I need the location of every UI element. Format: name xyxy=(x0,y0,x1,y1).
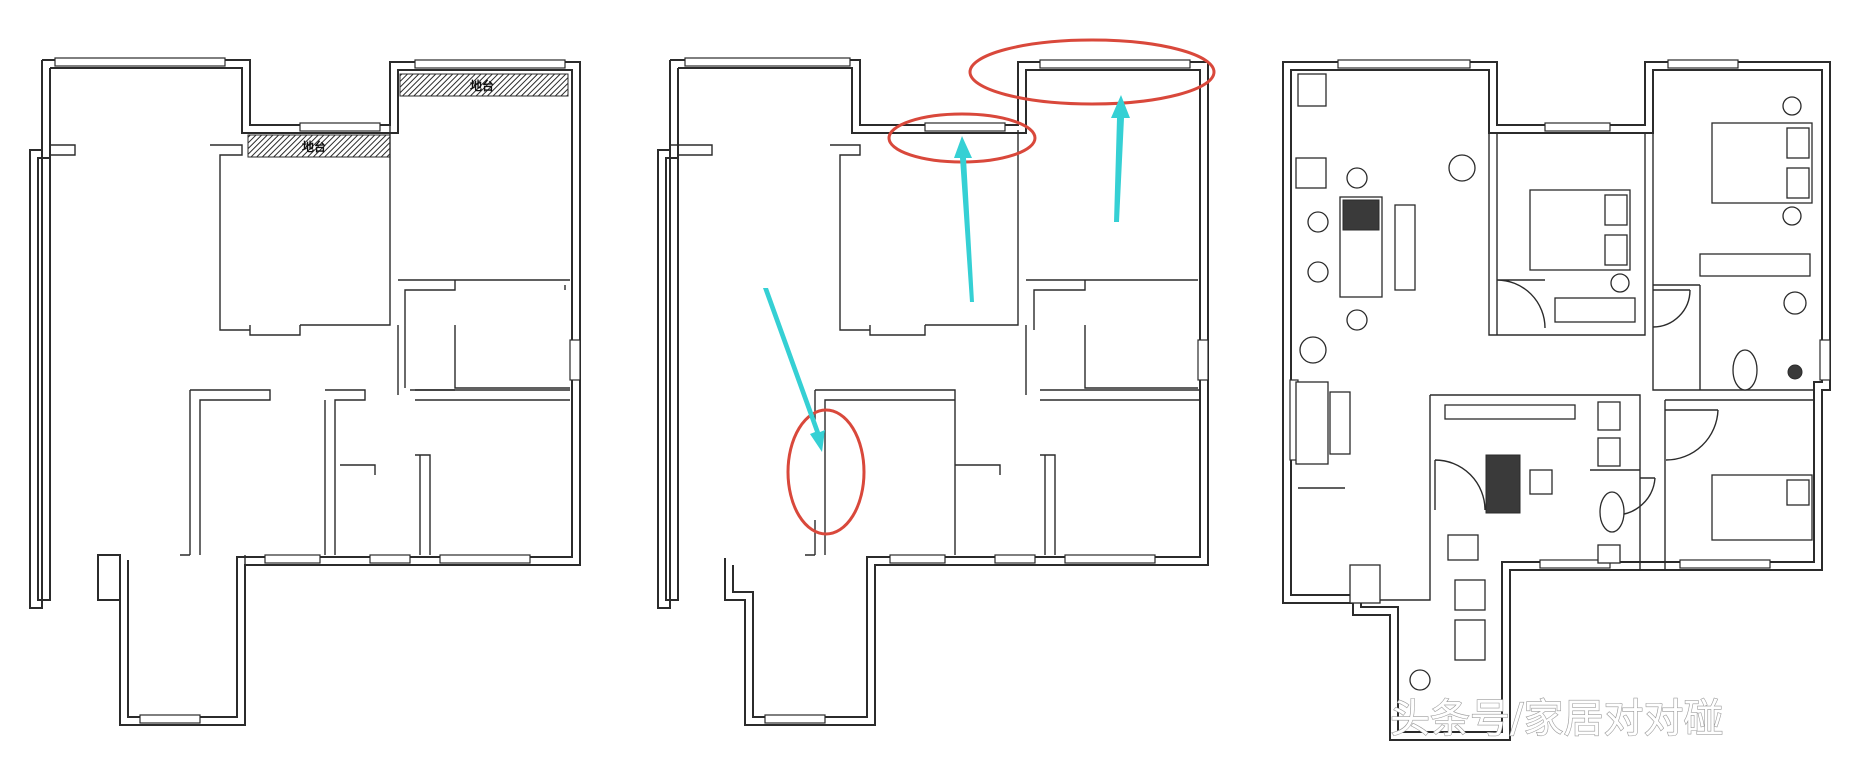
window-icon xyxy=(1197,339,1209,381)
window-icon xyxy=(414,59,566,69)
interior-wall xyxy=(805,389,1200,556)
window-icon xyxy=(889,554,946,564)
shower-icon xyxy=(1787,364,1803,380)
bay-window-label: 地台 xyxy=(470,78,494,93)
fridge-icon xyxy=(1295,157,1327,189)
door-swing-icon xyxy=(1496,279,1546,329)
window-icon xyxy=(139,714,201,724)
door-swing-icon xyxy=(1652,289,1691,328)
bay-window-label: 地台 xyxy=(302,139,326,154)
plan-original: 地台 地台 xyxy=(29,57,581,726)
outer-wall xyxy=(657,59,1209,726)
bed-icon xyxy=(1711,474,1813,541)
interior-wall xyxy=(1370,133,1814,601)
nightstand-lamp-icon xyxy=(1610,273,1630,293)
window-icon xyxy=(684,57,851,67)
stool-icon xyxy=(1409,669,1431,691)
washbasin-icon xyxy=(1597,544,1621,564)
nightstand-lamp-icon xyxy=(1782,206,1802,226)
window-icon xyxy=(299,122,381,132)
sofa-icon xyxy=(1295,381,1351,465)
chair-icon xyxy=(1529,469,1553,495)
toilet-icon xyxy=(1599,491,1625,533)
window-icon xyxy=(1679,559,1771,569)
door-swing-icon xyxy=(1434,459,1486,511)
interior-wall xyxy=(50,70,570,395)
nightstand-lamp-icon xyxy=(1782,96,1802,116)
plan-furnished xyxy=(1282,59,1831,741)
sink-icon xyxy=(1454,579,1486,611)
window-icon xyxy=(1539,559,1611,569)
desk-icon xyxy=(1485,454,1521,514)
interior-wall xyxy=(180,389,570,565)
outer-wall-inner xyxy=(37,67,573,718)
sink-icon xyxy=(1597,437,1621,467)
watermark-text: 头条号/家居对对碰 xyxy=(1390,696,1723,742)
plant-icon xyxy=(1448,154,1476,182)
washing-machine-icon xyxy=(1297,73,1327,107)
interior-wall xyxy=(670,130,1198,395)
fridge-icon xyxy=(1349,564,1381,604)
window-icon xyxy=(1039,59,1191,69)
window-icon xyxy=(439,554,531,564)
sink-icon xyxy=(1783,291,1807,315)
window-icon xyxy=(369,554,411,564)
arrow-icon xyxy=(1111,95,1130,222)
wardrobe-icon xyxy=(1554,297,1636,323)
bed-icon xyxy=(1529,189,1631,271)
toilet-icon xyxy=(1732,349,1758,391)
cabinet-icon xyxy=(1447,534,1479,561)
sink-icon xyxy=(1597,401,1621,431)
wardrobe-icon xyxy=(1699,253,1811,277)
bay-window-platform xyxy=(399,73,569,97)
window-icon xyxy=(54,57,226,67)
arrow-icon xyxy=(763,288,825,452)
window-icon xyxy=(994,554,1036,564)
stove-icon xyxy=(1454,619,1486,661)
highlight-ellipse xyxy=(968,38,1216,106)
window-icon xyxy=(764,714,826,724)
outer-wall xyxy=(29,59,581,726)
window-icon xyxy=(924,122,1006,132)
outer-wall-inner xyxy=(665,67,1201,718)
dining-table-icon xyxy=(1307,167,1416,331)
wardrobe-icon xyxy=(1444,404,1576,420)
window-icon xyxy=(1819,339,1831,381)
window-icon xyxy=(569,339,581,381)
plan-annotated xyxy=(657,38,1216,726)
window-icon xyxy=(1064,554,1156,564)
window-icon xyxy=(1667,59,1739,69)
window-icon xyxy=(264,554,321,564)
door-swing-icon xyxy=(1665,409,1719,461)
plant-icon xyxy=(1299,336,1327,364)
bed-icon xyxy=(1711,122,1813,204)
arrow-icon xyxy=(954,136,974,302)
highlight-ellipse xyxy=(786,408,866,536)
window-icon xyxy=(1544,122,1611,132)
window-icon xyxy=(1337,59,1471,69)
